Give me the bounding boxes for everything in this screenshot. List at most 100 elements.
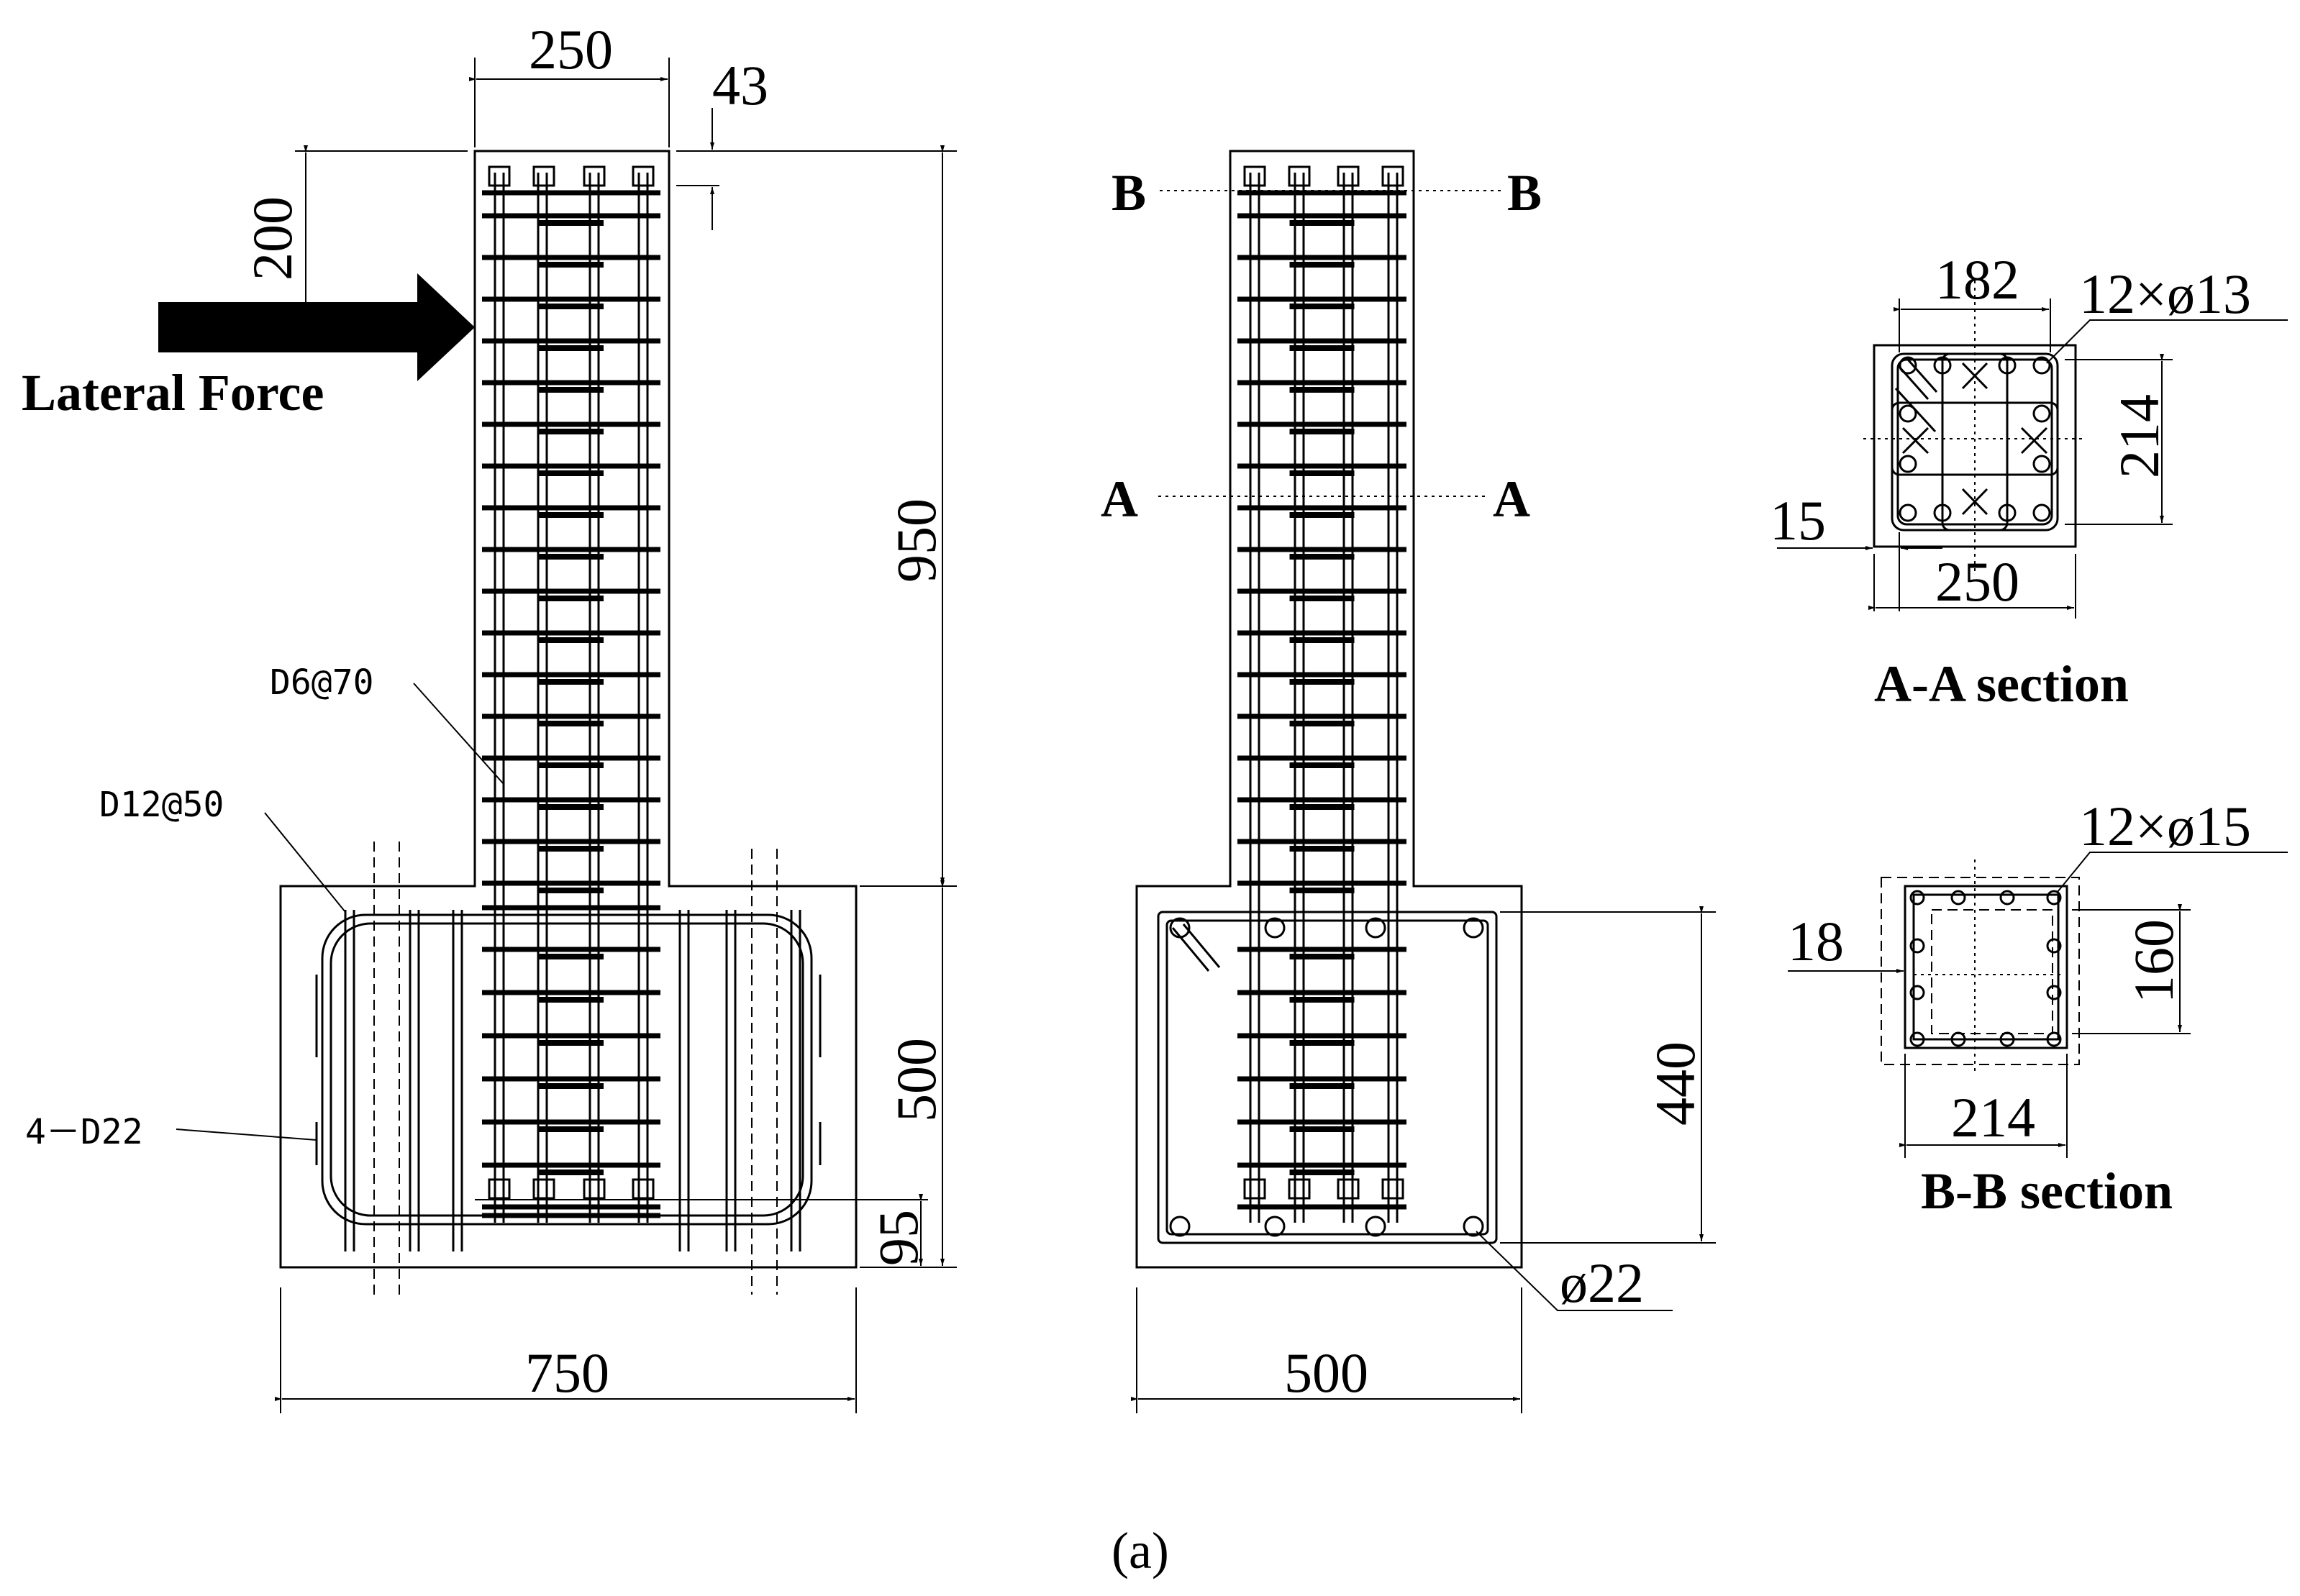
side-column-hoops: [1237, 213, 1406, 1175]
hoop-tie: [539, 220, 604, 226]
lateral-force-label: Lateral Force: [22, 364, 324, 421]
hoop-tie: [539, 762, 604, 768]
svg-text:182: 182: [1935, 248, 2019, 311]
hoop-tie: [539, 387, 604, 393]
elevation-view: Lateral Force 250 43 200 950: [22, 18, 957, 1413]
hoop-leader: D6@70: [270, 662, 504, 785]
svg-text:A: A: [1101, 470, 1138, 528]
side-top-nuts: [1237, 165, 1406, 196]
figure-caption: (a): [1112, 1522, 1169, 1579]
svg-text:D6@70: D6@70: [270, 662, 374, 703]
hoop-tie: [1289, 1169, 1355, 1175]
hoop-tie: [539, 554, 604, 560]
svg-text:200: 200: [241, 196, 304, 281]
bb-bars: [1909, 890, 2062, 1047]
footing-hoop-leader: D12@50: [99, 785, 346, 913]
hoop-tie: [539, 345, 604, 351]
svg-text:D12@50: D12@50: [99, 785, 224, 825]
bb-title: B-B section: [1921, 1162, 2173, 1220]
svg-text:500: 500: [885, 1038, 947, 1122]
svg-text:4－D22: 4－D22: [25, 1112, 143, 1152]
dim-bb-width: 214: [1899, 1054, 2068, 1158]
svg-text:214: 214: [2108, 394, 2171, 478]
hoop-tie: [539, 846, 604, 852]
hoop-tie: [1289, 387, 1355, 393]
hoop-tie: [539, 1040, 604, 1046]
svg-text:18: 18: [1788, 910, 1844, 972]
svg-text:95: 95: [867, 1210, 929, 1266]
svg-text:950: 950: [885, 498, 947, 583]
anchor-ducts: [373, 842, 778, 1295]
bb-outline: [1881, 877, 2080, 1065]
dim-bb-cover: 18: [1788, 910, 1904, 973]
svg-text:12×ø15: 12×ø15: [2079, 795, 2251, 857]
aa-corner-bars: [1899, 356, 2051, 522]
hoop-tie: [1289, 262, 1355, 268]
hoop-tie: [539, 954, 604, 959]
bb-rebar-leader: 12×ø15: [2057, 795, 2288, 893]
dim-footing-height: 500: [860, 880, 957, 1268]
hoop-tie: [539, 304, 604, 309]
svg-text:43: 43: [712, 54, 768, 117]
side-footing-reinforcement: [1157, 911, 1498, 1244]
dim-bottom-anchor: 95: [475, 1194, 929, 1266]
dim-side-width: 500: [1131, 1287, 1522, 1413]
column-rebars: [494, 173, 649, 1223]
hoop-tie: [1289, 679, 1355, 685]
dim-footing-width: 750: [275, 1287, 857, 1413]
svg-text:B: B: [1112, 164, 1146, 222]
hoop-tie: [539, 721, 604, 726]
svg-text:250: 250: [529, 18, 613, 81]
hoop-tie: [1289, 429, 1355, 434]
dim-aa-width: 250: [1868, 550, 2076, 619]
hoop-tie: [539, 1083, 604, 1089]
svg-text:440: 440: [1644, 1041, 1706, 1126]
hoop-tie: [1289, 721, 1355, 726]
hoop-tie: [1289, 997, 1355, 1003]
dim-bb-core-height: 160: [2072, 904, 2191, 1034]
hoop-tie: [539, 1169, 604, 1175]
column-outline: [279, 150, 858, 1269]
aa-cross-ties: [1901, 362, 2048, 516]
hoop-tie: [1289, 512, 1355, 518]
hoop-tie: [1289, 804, 1355, 810]
dim-footing-inner: 440: [1500, 906, 1716, 1244]
hoop-tie: [539, 679, 604, 685]
svg-text:160: 160: [2122, 919, 2185, 1003]
section-marker-b: B B: [1112, 164, 1542, 222]
svg-text:250: 250: [1935, 550, 2019, 613]
section-marker-a: A A: [1101, 470, 1530, 528]
hoop-tie: [539, 512, 604, 518]
svg-text:500: 500: [1284, 1341, 1368, 1404]
top-anchor-nuts: [482, 165, 660, 196]
svg-text:12×ø13: 12×ø13: [2079, 263, 2251, 325]
hoop-tie: [539, 470, 604, 476]
hoop-tie: [539, 637, 604, 643]
dim-column-height: 950: [676, 145, 957, 887]
hoop-tie: [539, 596, 604, 601]
hoop-tie: [1289, 596, 1355, 601]
section-aa: 182 12×ø13 214 15 250 A-A section: [1770, 248, 2288, 713]
bar-leader: ø22: [1476, 1231, 1673, 1314]
hoop-tie: [1289, 846, 1355, 852]
hoop-tie: [1289, 304, 1355, 309]
hoop-tie: [1289, 888, 1355, 893]
hoop-tie: [539, 429, 604, 434]
dim-top-cover: 43: [676, 54, 768, 230]
hoop-tie: [1289, 762, 1355, 768]
column-hoops: [482, 213, 660, 1175]
dim-aa-cover: 15: [1770, 489, 1942, 611]
dim-load-height: 200: [241, 145, 468, 309]
hoop-tie: [1289, 1083, 1355, 1089]
side-outline: [1135, 150, 1523, 1269]
hoop-tie: [1289, 220, 1355, 226]
svg-text:15: 15: [1770, 489, 1826, 552]
hoop-tie: [539, 997, 604, 1003]
svg-text:214: 214: [1951, 1086, 2035, 1149]
svg-text:B: B: [1507, 164, 1542, 222]
hoop-tie: [1289, 470, 1355, 476]
svg-text:750: 750: [525, 1341, 609, 1404]
dim-aa-core-height: 214: [2065, 354, 2173, 525]
dim-aa-core-width: 182: [1894, 248, 2051, 352]
